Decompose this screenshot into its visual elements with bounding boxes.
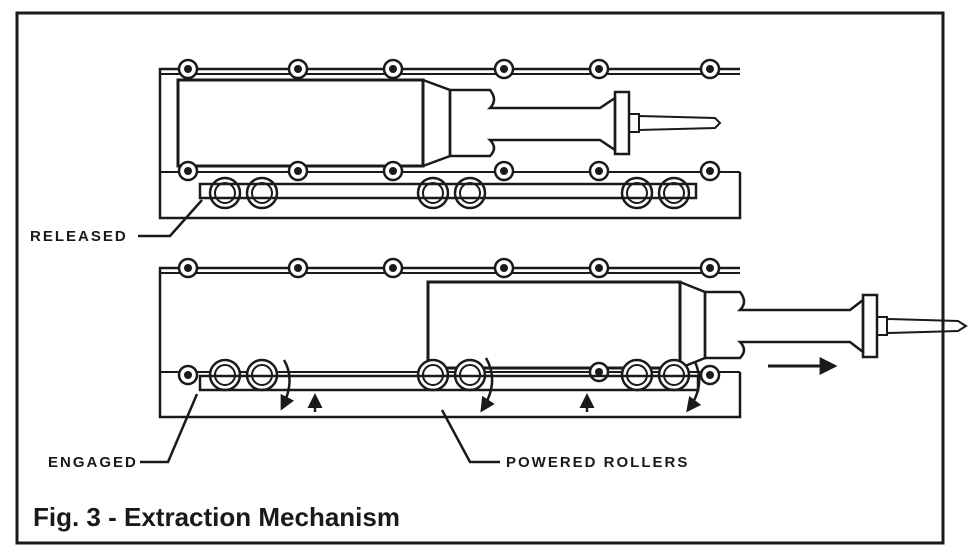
released-powered-rollers	[208, 176, 691, 210]
engaged-leader-line	[140, 393, 199, 464]
guide-roller	[588, 257, 610, 279]
engaged-tip	[886, 317, 968, 335]
guide-roller	[588, 361, 610, 383]
released-handle-collar	[613, 90, 631, 156]
engaged-assembly	[140, 257, 968, 464]
rotation-arrow	[480, 357, 495, 413]
guide-roller	[493, 257, 515, 279]
engaged-handle-collar	[861, 293, 879, 359]
released-cartridge-taper	[422, 78, 452, 168]
guide-roller	[287, 160, 309, 182]
engaged-cartridge-taper	[679, 280, 707, 370]
guide-roller	[588, 160, 610, 182]
guide-roller	[699, 58, 721, 80]
guide-roller	[699, 257, 721, 279]
released-label: RELEASED	[30, 228, 128, 245]
guide-roller	[177, 58, 199, 80]
released-cartridge-body	[176, 78, 425, 168]
released-assembly	[138, 58, 742, 238]
engaged-cartridge-body	[426, 280, 682, 370]
guide-roller	[177, 160, 199, 182]
rotation-arrow	[280, 359, 295, 411]
guide-roller	[588, 58, 610, 80]
guide-roller	[382, 257, 404, 279]
figure-caption: Fig. 3 - Extraction Mechanism	[33, 502, 400, 532]
engaged-tip-base	[876, 316, 888, 336]
guide-roller	[382, 160, 404, 182]
engaged-handle	[703, 290, 865, 360]
powered-roller	[208, 176, 242, 210]
guide-roller	[287, 257, 309, 279]
powered-roller	[453, 176, 487, 210]
powered-rollers-label: POWERED ROLLERS	[506, 454, 689, 471]
guide-roller	[177, 364, 199, 386]
released-leader-line	[138, 199, 203, 238]
outer-frame	[15, 11, 945, 545]
released-handle	[448, 88, 617, 158]
guide-roller	[287, 58, 309, 80]
released-tip-base	[628, 113, 640, 133]
released-roller-plate	[198, 182, 698, 200]
guide-roller	[177, 257, 199, 279]
powered-roller	[657, 176, 691, 210]
powered-rollers-leader-line	[440, 409, 500, 464]
engaged-label: ENGAGED	[48, 454, 138, 471]
guide-roller	[699, 364, 721, 386]
powered-roller	[620, 176, 654, 210]
released-tip	[638, 114, 722, 132]
powered-roller	[245, 176, 279, 210]
engaged-housing	[158, 266, 742, 419]
guide-roller	[382, 58, 404, 80]
guide-roller	[493, 160, 515, 182]
released-housing	[158, 67, 742, 220]
powered-roller	[416, 176, 450, 210]
guide-roller	[493, 58, 515, 80]
guide-roller	[699, 160, 721, 182]
rotation-arrow	[686, 361, 702, 413]
